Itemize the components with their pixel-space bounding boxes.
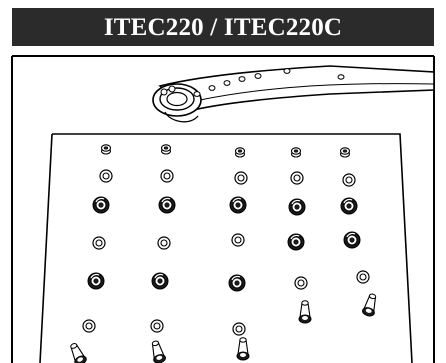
row-washers-1 <box>99 169 356 187</box>
outer-frame <box>11 55 435 363</box>
row-nuts <box>100 144 351 158</box>
panel-outline <box>39 133 413 363</box>
row-mixed-4 <box>82 292 380 336</box>
wrench-arm <box>152 65 435 123</box>
page-title: ITEC220 / ITEC220C <box>103 13 343 41</box>
row-toggles <box>66 337 250 363</box>
row-mixed-2 <box>92 231 361 251</box>
row-mixed-3 <box>87 270 370 292</box>
row-bolts-1 <box>92 196 358 216</box>
title-banner: ITEC220 / ITEC220C <box>12 8 434 46</box>
